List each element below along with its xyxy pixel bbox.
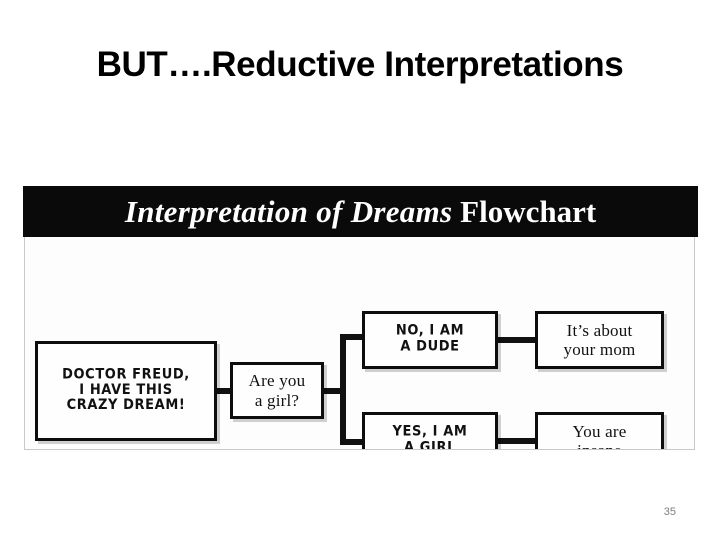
flow-node-you-are-insane-label: You are insane	[572, 421, 627, 449]
flow-node-yes-i-am-a-girl[interactable]: YES, I AM A GIRL	[362, 412, 498, 450]
edge-branch-to-no-dude	[340, 334, 366, 340]
flowchart-header-upright: Flowchart	[460, 194, 597, 229]
flowchart-header-title: Interpretation of Dreams Flowchart	[23, 193, 698, 231]
edge-question-right-stub	[322, 388, 346, 394]
flow-node-doctor-freud-label: DOCTOR FREUD, I HAVE THIS CRAZY DREAM!	[62, 366, 190, 414]
flowchart-header-bar: Interpretation of Dreams Flowchart	[23, 186, 698, 237]
slide-number: 35	[663, 506, 676, 518]
page-title: BUT….Reductive Interpretations	[96, 45, 624, 84]
edge-branch-to-yes-girl	[340, 439, 366, 445]
edge-yes-girl-to-insane	[495, 438, 539, 444]
flowchart-header-italic: Interpretation of Dreams	[124, 194, 453, 229]
flow-node-doctor-freud[interactable]: DOCTOR FREUD, I HAVE THIS CRAZY DREAM!	[35, 341, 217, 441]
flow-node-its-about-your-mom[interactable]: It’s about your mom	[535, 311, 664, 369]
edge-branch-trunk	[340, 334, 346, 445]
flowchart-canvas: DOCTOR FREUD, I HAVE THIS CRAZY DREAM! A…	[24, 237, 695, 450]
flow-node-no-i-am-a-dude-label: NO, I AM A DUDE	[395, 323, 465, 355]
flow-node-you-are-insane[interactable]: You are insane	[535, 412, 664, 449]
flow-node-are-you-a-girl-label: Are you a girl?	[248, 371, 306, 410]
flow-node-no-i-am-a-dude[interactable]: NO, I AM A DUDE	[362, 311, 498, 369]
flow-node-yes-i-am-a-girl-label: YES, I AM A GIRL	[392, 424, 468, 450]
flow-node-are-you-a-girl[interactable]: Are you a girl?	[230, 362, 324, 419]
flowchart-image: Interpretation of Dreams Flowchart DOCTO…	[23, 186, 698, 453]
flow-node-its-about-your-mom-label: It’s about your mom	[563, 320, 636, 359]
edge-dream-to-question	[215, 388, 232, 394]
edge-no-dude-to-your-mom	[495, 337, 539, 343]
